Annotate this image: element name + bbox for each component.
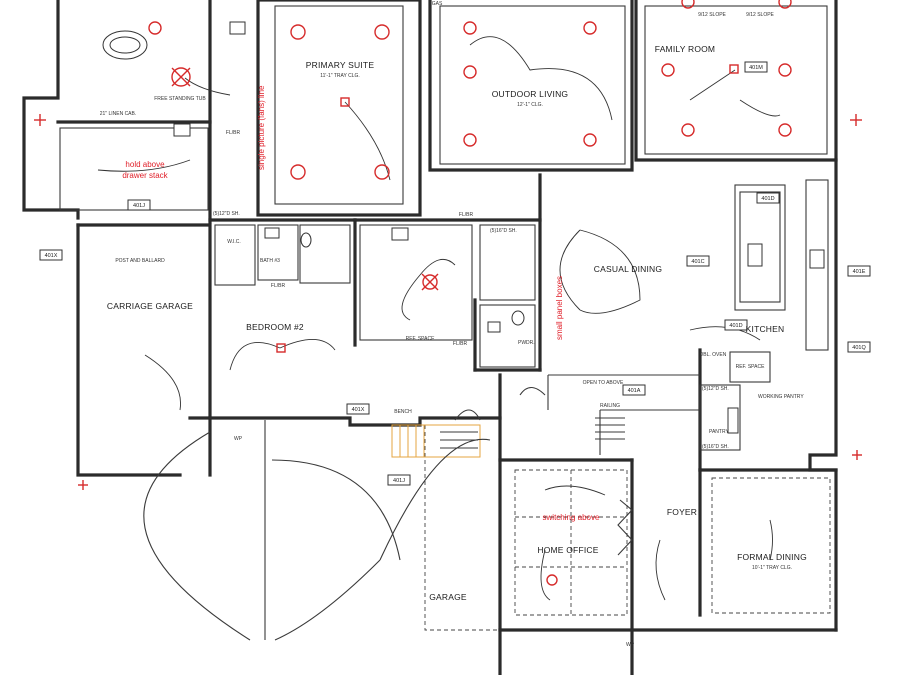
label-casual-dining: CASUAL DINING (594, 264, 662, 274)
plumbing-fixtures (102, 21, 825, 434)
label-flbr-4: FL/BR (453, 341, 468, 347)
tag-sh-4: (5)16"D SH. (702, 444, 729, 450)
tag-boxes (39, 61, 871, 486)
label-formal-dining-sub: 10'-1" TRAY CLG. (752, 565, 792, 571)
tag-401m: 401M (749, 65, 763, 71)
label-outdoor-living-sub: 12'-1" CLG. (517, 102, 543, 108)
light-fixtures (148, 0, 792, 586)
tag-sh-3: (5)12"D SH. (702, 386, 729, 392)
label-gas: GAS (432, 1, 443, 7)
label-free-tub: FREE STANDING TUB (154, 96, 206, 102)
label-wic: W.I.C. (227, 239, 241, 245)
tag-401d-top: 401D (761, 196, 774, 202)
markers (34, 114, 862, 490)
room-labels: PRIMARY SUITE 11'-1" TRAY CLG. OUTDOOR L… (100, 1, 807, 648)
label-family-room: FAMILY ROOM (655, 44, 715, 54)
label-primary-suite-sub: 11'-1" TRAY CLG. (320, 73, 360, 79)
label-garage: GARAGE (429, 592, 467, 602)
label-bench: BENCH (394, 409, 412, 415)
tag-401x-bench: 401X (352, 407, 365, 413)
tag-401d: 401D (729, 323, 742, 329)
label-formal-dining: FORMAL DINING (737, 552, 807, 562)
label-wp-1: WP (234, 436, 243, 442)
tag-labels: 401X 401J 401X 401J 401A 401C 401D 401D … (45, 65, 867, 484)
label-flbr-2: FL/BR (459, 212, 474, 218)
label-ref-space-kitchen: REF. SPACE (736, 364, 765, 370)
note-home-office: switching above (543, 513, 600, 522)
interior-lines (59, 127, 831, 616)
label-bath-3: BATH #3 (260, 258, 280, 264)
tag-sh-1: (5)12"D SH. (213, 211, 240, 217)
label-slope-1: 9/12 SLOPE (698, 12, 726, 18)
tag-401j-lower: 401J (393, 478, 405, 484)
label-slope-2: 9/12 SLOPE (746, 12, 774, 18)
label-flbr-1: FL/BR (226, 130, 241, 136)
label-carriage-garage: CARRIAGE GARAGE (107, 301, 193, 311)
stairs (391, 417, 625, 458)
tag-sh-2: (5)16"D SH. (490, 228, 517, 234)
label-railing: RAILING (600, 403, 620, 409)
wiring (97, 36, 781, 601)
label-wp-2: WP (626, 642, 635, 648)
note-small-panel-boxes: small panel boxes (555, 276, 564, 340)
tag-401a: 401A (628, 388, 641, 394)
tag-401j: 401J (133, 203, 145, 209)
label-outdoor-living: OUTDOOR LIVING (492, 89, 568, 99)
label-ref-space-center: REF. SPACE (406, 336, 435, 342)
tag-401q: 401Q (852, 345, 866, 351)
label-pantry: PANTRY (709, 429, 729, 435)
label-post-bollard: POST AND BALLARD (115, 258, 165, 264)
label-home-office: HOME OFFICE (537, 545, 598, 555)
label-foyer: FOYER (667, 507, 697, 517)
label-pwdr: PWDR. (518, 340, 535, 346)
door-swings (143, 386, 546, 641)
tag-401c: 401C (691, 259, 704, 265)
note-drawer-stack: drawer stack (122, 171, 168, 180)
label-flbr-3: FL/BR (271, 283, 286, 289)
label-kitchen: KITCHEN (746, 324, 785, 334)
note-single-picture: single picture (fans) line (257, 85, 266, 170)
label-working-pantry: WORKING PANTRY (758, 394, 804, 400)
annotations: hold above drawer stack single picture (… (122, 85, 600, 522)
label-open-to-above: OPEN TO ABOVE (583, 380, 624, 386)
tag-401e: 401E (853, 269, 866, 275)
label-primary-suite: PRIMARY SUITE (306, 60, 375, 70)
label-linen-cab: 21" LINEN CAB. (100, 111, 137, 117)
label-bedroom-2: BEDROOM #2 (246, 322, 304, 332)
label-dbl-oven: DBL. OVEN (700, 352, 727, 358)
note-hold-above: hold above (125, 160, 165, 169)
tag-401x-left: 401X (45, 253, 58, 259)
